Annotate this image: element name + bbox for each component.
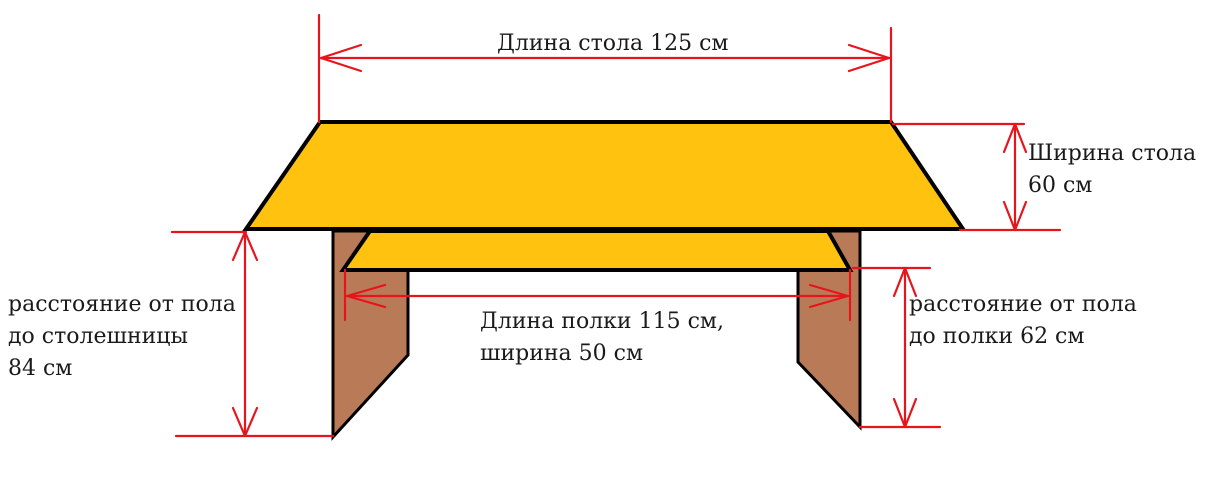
label-table-length: Длина стола 125 см — [497, 31, 729, 56]
label-floor-to-top-line2: до столешницы — [8, 324, 188, 349]
label-floor-to-top-line3: 84 см — [8, 356, 73, 381]
label-shelf-size-line2: ширина 50 см — [480, 341, 644, 366]
label-table-width-line2: 60 см — [1028, 173, 1093, 198]
dimension-floor-to-top — [170, 230, 335, 438]
label-table-width-line1: Ширина стола — [1028, 141, 1197, 166]
dimension-shelf-length — [343, 268, 852, 322]
tabletop — [242, 120, 967, 231]
shelf — [339, 229, 854, 272]
dimension-floor-to-shelf — [851, 266, 942, 429]
label-floor-to-shelf-line1: расстояние от пола — [909, 292, 1137, 317]
dimension-table-width — [891, 122, 1062, 232]
label-floor-to-shelf-line2: до полки 62 см — [909, 324, 1085, 349]
dimension-table-length — [317, 13, 893, 124]
label-floor-to-top-line1: расстояние от пола — [8, 292, 236, 317]
label-shelf-size-line1: Длина полки 115 см, — [480, 309, 724, 334]
